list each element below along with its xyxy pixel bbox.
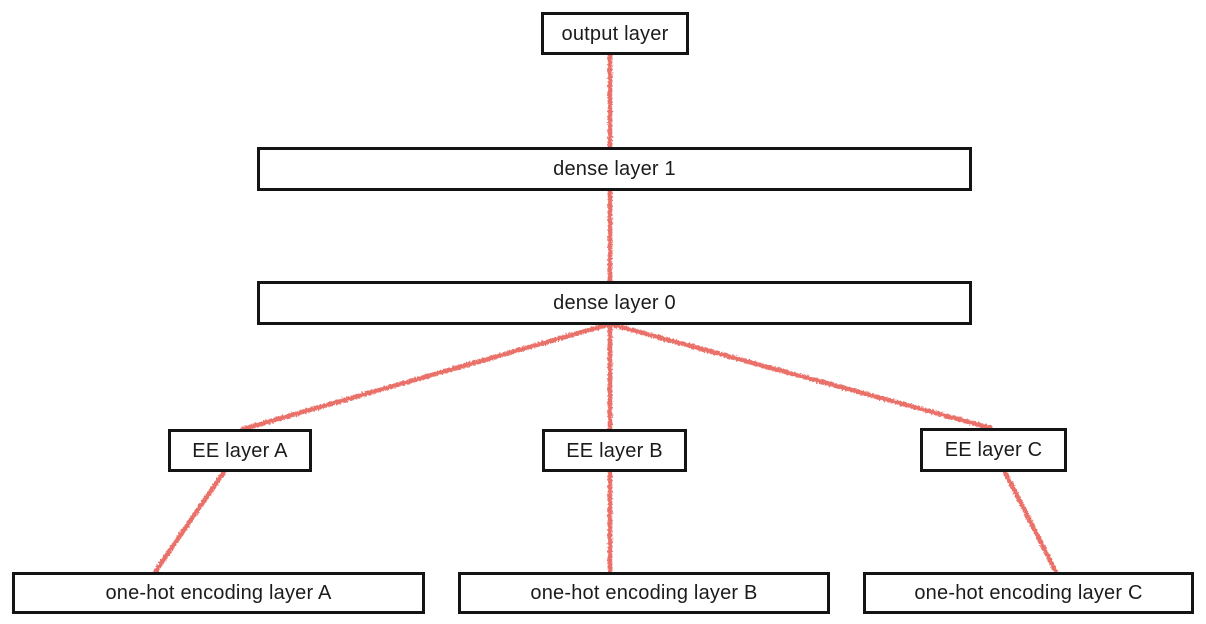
edge-dense0-to-eeA (240, 321, 613, 432)
node-ee-layer-b: EE layer B (542, 429, 687, 472)
edge-eeC-to-onehotC (1002, 469, 1059, 575)
node-output-layer-label: output layer (561, 22, 669, 45)
edge-eeA-to-onehotA (152, 469, 227, 575)
node-ee-layer-a-label: EE layer A (192, 439, 288, 462)
node-one-hot-layer-a: one-hot encoding layer A (12, 572, 425, 614)
node-one-hot-layer-a-label: one-hot encoding layer A (105, 582, 332, 604)
node-one-hot-layer-b: one-hot encoding layer B (458, 572, 830, 614)
node-one-hot-layer-c-label: one-hot encoding layer C (914, 582, 1143, 604)
edge-dense0-to-eeC (607, 321, 994, 431)
node-ee-layer-c-label: EE layer C (944, 439, 1043, 461)
node-ee-layer-a: EE layer A (168, 429, 312, 472)
node-ee-layer-c: EE layer C (920, 428, 1067, 472)
node-output-layer: output layer (541, 12, 689, 55)
node-dense-layer-0: dense layer 0 (257, 281, 972, 325)
node-dense-layer-1: dense layer 1 (257, 147, 972, 191)
node-ee-layer-b-label: EE layer B (566, 439, 663, 462)
node-one-hot-layer-c: one-hot encoding layer C (863, 572, 1194, 614)
node-dense-layer-0-label: dense layer 0 (553, 292, 676, 314)
node-one-hot-layer-b-label: one-hot encoding layer B (530, 582, 758, 604)
node-dense-layer-1-label: dense layer 1 (553, 158, 676, 180)
